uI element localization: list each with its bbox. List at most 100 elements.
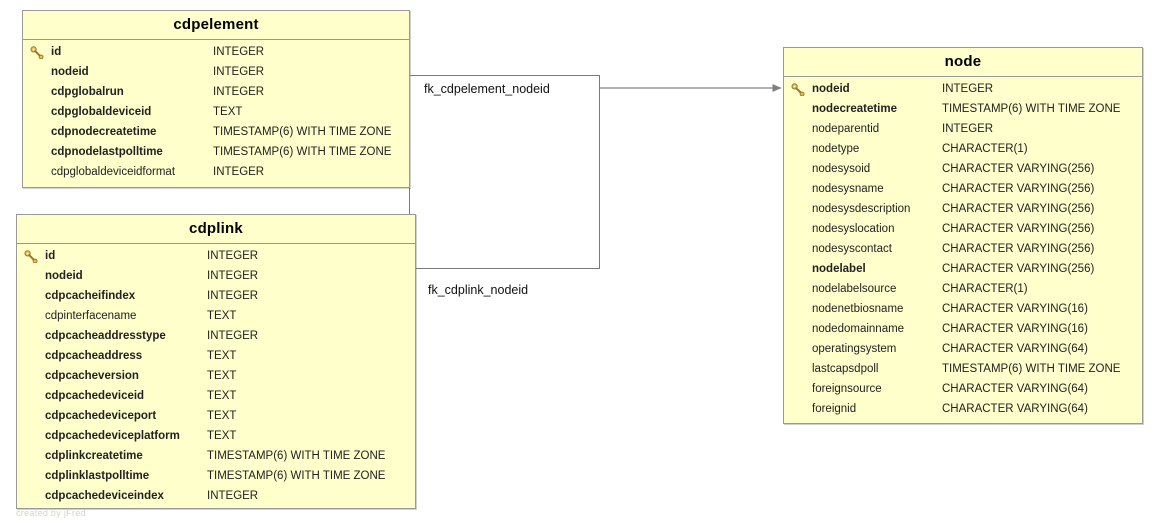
attribute-type: INTEGER <box>213 86 265 98</box>
attribute-row: nodelabelsource CHARACTER(1) <box>784 279 1142 299</box>
attribute-name: foreignid <box>812 403 857 415</box>
attribute-name: cdpcachedeviceid <box>45 390 145 402</box>
attribute-name: id <box>45 250 56 262</box>
attribute-type: TEXT <box>207 350 237 362</box>
attribute-type: CHARACTER VARYING(256) <box>942 243 1095 255</box>
primary-key-icon <box>24 250 38 263</box>
attribute-name: nodesyslocation <box>812 223 895 235</box>
attribute-name: nodeid <box>45 270 83 282</box>
attribute-row: cdpcachedeviceplatform TEXT <box>17 426 415 446</box>
attribute-row: cdpglobaldeviceid TEXT <box>23 102 409 122</box>
attribute-type: TIMESTAMP(6) WITH TIME ZONE <box>207 470 386 482</box>
watermark-text: created by jFred <box>16 508 86 518</box>
attribute-type: TIMESTAMP(6) WITH TIME ZONE <box>207 450 386 462</box>
attribute-name: cdpcacheversion <box>45 370 139 382</box>
attribute-row: nodesysoid CHARACTER VARYING(256) <box>784 159 1142 179</box>
attribute-type: TEXT <box>213 106 243 118</box>
attribute-name: nodesysoid <box>812 163 871 175</box>
attribute-type: INTEGER <box>213 66 265 78</box>
attribute-name: nodelabel <box>812 263 866 275</box>
relationship-routing-box <box>409 75 600 269</box>
attribute-row: foreignsource CHARACTER VARYING(64) <box>784 379 1142 399</box>
attribute-type: INTEGER <box>207 490 259 502</box>
attribute-row: nodeparentid INTEGER <box>784 119 1142 139</box>
attribute-type: INTEGER <box>942 123 994 135</box>
attribute-row: nodelabel CHARACTER VARYING(256) <box>784 259 1142 279</box>
attribute-type: TEXT <box>207 410 237 422</box>
attribute-name: cdpinterfacename <box>45 310 137 322</box>
attribute-row: nodecreatetime TIMESTAMP(6) WITH TIME ZON… <box>784 99 1142 119</box>
attribute-type: CHARACTER VARYING(16) <box>942 323 1088 335</box>
attribute-type: TIMESTAMP(6) WITH TIME ZONE <box>213 146 392 158</box>
attribute-type: CHARACTER VARYING(256) <box>942 163 1095 175</box>
entity-title-node: node <box>784 48 1142 77</box>
attribute-name: nodeparentid <box>812 123 880 135</box>
attribute-type: CHARACTER VARYING(256) <box>942 223 1095 235</box>
attribute-name: lastcapsdpoll <box>812 363 879 375</box>
attribute-name: operatingsystem <box>812 343 897 355</box>
attribute-type: TEXT <box>207 430 237 442</box>
relationship-label-fk-cdpelement-nodeid: fk_cdpelement_nodeid <box>424 82 550 96</box>
attribute-type: CHARACTER VARYING(256) <box>942 183 1095 195</box>
attribute-name: nodedomainname <box>812 323 905 335</box>
attribute-type: INTEGER <box>213 166 265 178</box>
attribute-row: cdplinkcreatetime TIMESTAMP(6) WITH TIME … <box>17 446 415 466</box>
attribute-name: foreignsource <box>812 383 882 395</box>
attribute-name: cdpglobalrun <box>51 86 124 98</box>
attribute-row: cdplinklastpolltime TIMESTAMP(6) WITH TIM… <box>17 466 415 486</box>
attribute-row: cdpglobalrun INTEGER <box>23 82 409 102</box>
attribute-name: nodeid <box>812 83 850 95</box>
attribute-type: INTEGER <box>207 270 259 282</box>
attribute-name: nodetype <box>812 143 860 155</box>
attribute-type: TIMESTAMP(6) WITH TIME ZONE <box>213 126 392 138</box>
attribute-name: cdpcacheifindex <box>45 290 136 302</box>
attribute-type: TEXT <box>207 390 237 402</box>
attribute-type: TEXT <box>207 370 237 382</box>
attribute-name: nodecreatetime <box>812 103 898 115</box>
attribute-type: TIMESTAMP(6) WITH TIME ZONE <box>942 363 1121 375</box>
attribute-name: cdpcacheaddresstype <box>45 330 166 342</box>
attribute-type: TIMESTAMP(6) WITH TIME ZONE <box>942 103 1121 115</box>
attribute-name: cdpcachedeviceplatform <box>45 430 180 442</box>
attribute-type: CHARACTER VARYING(256) <box>942 263 1095 275</box>
attribute-row: cdpcachedeviceid TEXT <box>17 386 415 406</box>
attribute-row: lastcapsdpoll TIMESTAMP(6) WITH TIME ZONE <box>784 359 1142 379</box>
relationship-label-fk-cdplink-nodeid: fk_cdplink_nodeid <box>428 283 529 297</box>
attribute-type: INTEGER <box>207 290 259 302</box>
attribute-name: nodelabelsource <box>812 283 897 295</box>
attribute-name: nodesysdescription <box>812 203 911 215</box>
attribute-row: nodesyslocation CHARACTER VARYING(256) <box>784 219 1142 239</box>
attribute-row: nodeid INTEGER <box>17 266 415 286</box>
attribute-row: cdpnodecreatetime TIMESTAMP(6) WITH TIME … <box>23 122 409 142</box>
attribute-type: INTEGER <box>213 46 265 58</box>
attribute-name: cdpglobaldeviceid <box>51 106 152 118</box>
attribute-row: nodesysname CHARACTER VARYING(256) <box>784 179 1142 199</box>
attribute-name: cdplinklastpolltime <box>45 470 150 482</box>
attribute-name: nodesysname <box>812 183 884 195</box>
attribute-name: cdplinkcreatetime <box>45 450 143 462</box>
attribute-name: cdpnodecreatetime <box>51 126 157 138</box>
attribute-type: CHARACTER VARYING(64) <box>942 383 1088 395</box>
entity-title-cdplink: cdplink <box>17 215 415 244</box>
attribute-row: cdpcacheversion TEXT <box>17 366 415 386</box>
attribute-type: CHARACTER(1) <box>942 283 1028 295</box>
attribute-row: nodedomainname CHARACTER VARYING(16) <box>784 319 1142 339</box>
